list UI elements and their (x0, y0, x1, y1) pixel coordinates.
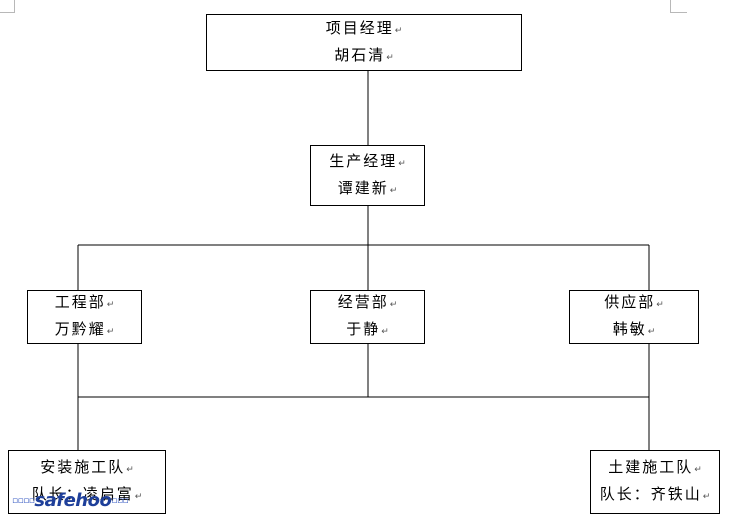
node-project-manager-title: 项目经理 (326, 16, 403, 43)
node-supply-dept-person: 韩敏 (613, 317, 656, 344)
node-business-dept-title: 经营部 (338, 290, 398, 317)
node-engineering-dept-person: 万黔耀 (55, 317, 115, 344)
watermark-logo: ▫▫▫▫safehoo▫▫▫ (12, 490, 129, 511)
node-installation-team-title: 安装施工队 (40, 455, 134, 482)
watermark-text: safehoo (34, 490, 112, 511)
page-corner-mark-left (0, 0, 15, 13)
node-production-manager-title: 生产经理 (329, 149, 406, 176)
node-civil-team: 土建施工队 队长：齐铁山 (590, 450, 720, 514)
node-project-manager-person: 胡石清 (334, 43, 394, 70)
node-civil-team-title: 土建施工队 (608, 455, 702, 482)
node-business-dept-person: 于静 (346, 317, 389, 344)
node-civil-team-person: 队长：齐铁山 (600, 482, 711, 509)
node-supply-dept: 供应部 韩敏 (569, 290, 699, 344)
page-corner-mark-right (670, 0, 687, 13)
node-engineering-dept-title: 工程部 (55, 290, 115, 317)
node-installation-team: 安装施工队 队长：凌启富 (8, 450, 166, 514)
node-production-manager: 生产经理 谭建新 (310, 145, 425, 206)
node-business-dept: 经营部 于静 (310, 290, 425, 344)
node-project-manager: 项目经理 胡石清 (206, 14, 522, 71)
node-production-manager-person: 谭建新 (338, 176, 398, 203)
node-engineering-dept: 工程部 万黔耀 (27, 290, 142, 344)
node-installation-team-person: 队长：凌启富 (32, 482, 143, 509)
node-supply-dept-title: 供应部 (604, 290, 664, 317)
